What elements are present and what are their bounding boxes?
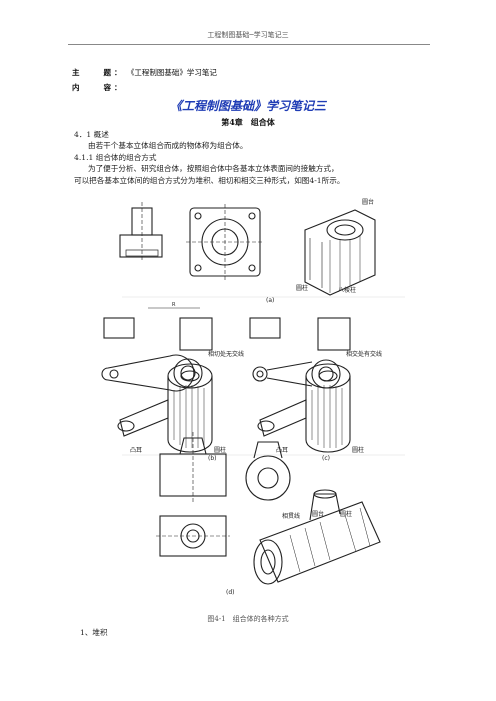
section-4-1-text: 由若干个基本立体组合而成的物体称为组合体。 xyxy=(88,141,248,150)
section-4-1-1-text-1: 为了便于分析、研究组合体，按照组合体中各基本立体表面间的接触方式， xyxy=(88,164,339,173)
label-c-tag: (c) xyxy=(322,455,330,462)
view-d-top xyxy=(156,515,230,557)
label-b-note: 相切处无交线 xyxy=(208,350,244,358)
label-c-lug: 凸耳 xyxy=(276,447,288,454)
label-c-note: 相交处有交线 xyxy=(346,350,382,358)
content-row: 内 容： xyxy=(72,82,125,93)
view-b-isometric xyxy=(117,363,213,453)
view-a-front xyxy=(119,202,163,262)
chapter-heading: 第4章 组合体 xyxy=(221,117,275,127)
view-a-isometric xyxy=(304,209,376,296)
topic-value: 《工程制图基础》学习笔记 xyxy=(126,68,217,77)
label-a-tag: (a) xyxy=(266,297,274,304)
document-title: 《工程制图基础》学习笔记三 xyxy=(169,99,326,113)
header-rule xyxy=(68,44,430,45)
topic-label: 主 题： xyxy=(72,68,125,77)
view-c-top xyxy=(252,359,341,389)
label-dim: R xyxy=(172,302,176,308)
view-d-isometric xyxy=(253,489,381,585)
label-d-line: 相贯线 xyxy=(282,512,300,520)
section-4-1-1-text-2: 可以把各基本立体间的组合方式分为堆积、相切和相交三种形式，如图4-1所示。 xyxy=(74,176,345,185)
label-a-cyl: 圆柱 xyxy=(296,284,308,292)
topic-row: 主 题： 《工程制图基础》学习笔记 xyxy=(72,67,217,78)
label-d-top: 圆台 xyxy=(312,510,324,518)
figure-caption: 图4-1 组合体的各种方式 xyxy=(207,615,289,623)
section-4-1-heading: 4．1 概述 xyxy=(74,130,109,139)
view-d-front xyxy=(159,432,227,502)
view-a-top xyxy=(186,204,264,280)
label-b-lug: 凸耳 xyxy=(130,447,142,454)
label-d-cyl: 圆柱 xyxy=(340,510,352,518)
view-d-side xyxy=(245,441,291,501)
view-b-top xyxy=(101,354,203,392)
label-a-top: 圆台 xyxy=(362,198,374,206)
section-4-1-1-heading: 4.1.1 组合体的组合方式 xyxy=(74,153,157,162)
running-header: 工程制图基础─学习笔记三 xyxy=(207,31,289,39)
label-c-cyl: 圆柱 xyxy=(352,446,364,454)
label-a-prism: 八棱柱 xyxy=(338,286,356,294)
next-section-heading: 1、堆积 xyxy=(80,628,108,637)
view-c-isometric xyxy=(257,363,351,453)
label-d-tag: (d) xyxy=(226,589,235,596)
content-label: 内 容： xyxy=(72,83,125,92)
figure-4-1: 圆台 圆柱 八棱柱 (a) R 相切处无交线 凸耳 圆柱 (b) 相交处有交线 … xyxy=(101,198,405,596)
label-b-cyl: 圆柱 xyxy=(214,446,226,454)
label-b-tag: (b) xyxy=(208,455,217,462)
view-b-front xyxy=(103,307,213,351)
view-c-front xyxy=(249,317,351,351)
